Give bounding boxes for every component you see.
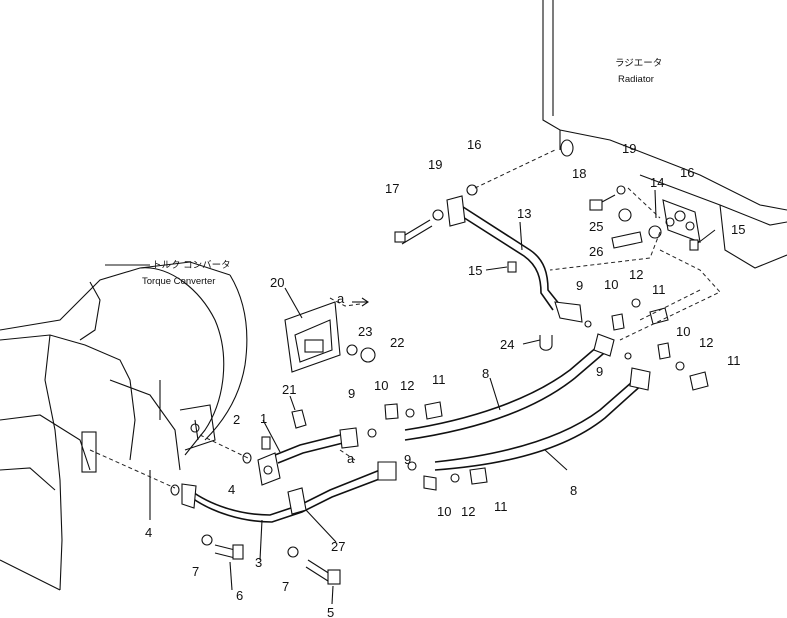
reference-a-arrowhead: [361, 297, 369, 307]
callout-19-right: 19: [622, 141, 636, 156]
hardware: [170, 184, 709, 585]
callout-6: 6: [236, 588, 243, 603]
callout-16-right: 16: [680, 165, 694, 180]
callout-15-right: 15: [731, 222, 745, 237]
callout-23: 23: [358, 324, 372, 339]
reference-a-top: a: [337, 291, 345, 306]
callout-10-left: 10: [374, 378, 388, 393]
callout-8-lower: 8: [570, 483, 577, 498]
callout-14: 14: [650, 175, 664, 190]
torque-converter-label-jp: トルク コンバータ: [152, 260, 231, 271]
callout-4-lower: 4: [145, 525, 152, 540]
callout-21: 21: [282, 382, 296, 397]
callout-12-bottom: 12: [461, 504, 475, 519]
callout-8-upper: 8: [482, 366, 489, 381]
torque-converter-label-en: Torque Converter: [142, 276, 215, 287]
callout-13: 13: [517, 206, 531, 221]
hose-8-lower: [434, 367, 651, 471]
torque-converter: [0, 261, 248, 591]
bracket-20: [284, 301, 376, 373]
clip-21: [291, 409, 307, 429]
callout-15-left: 15: [468, 263, 482, 278]
radiator-label-en: Radiator: [618, 74, 654, 85]
callout-17: 17: [385, 181, 399, 196]
callout-11-right: 11: [727, 353, 741, 368]
callout-18: 18: [572, 166, 586, 181]
callout-12-left: 12: [400, 378, 414, 393]
callout-20: 20: [270, 275, 284, 290]
callout-10-upper: 10: [604, 277, 618, 292]
callout-12-right: 12: [699, 335, 713, 350]
radiator-label-jp: ラジエータ: [615, 58, 662, 69]
radiator-housing: [542, 0, 787, 269]
callout-3: 3: [255, 555, 262, 570]
callout-22: 22: [390, 335, 404, 350]
reference-a-bottom: a: [347, 451, 355, 466]
callout-24: 24: [500, 337, 514, 352]
callout-7-left: 7: [192, 564, 199, 579]
callout-26: 26: [589, 244, 603, 259]
callout-9-upper: 9: [576, 278, 583, 293]
callout-10-right: 10: [676, 324, 690, 339]
clamp-27: [287, 487, 307, 515]
leader-lines: [229, 189, 716, 605]
callout-9-right: 9: [596, 364, 603, 379]
tube-13: [446, 195, 583, 323]
callout-4-upper: 4: [228, 482, 235, 497]
valve-block: [257, 452, 281, 486]
callout-19-left: 19: [428, 157, 442, 172]
hose-8-upper: [404, 333, 615, 441]
callout-11-bottom: 11: [494, 499, 508, 514]
assembly-lines: [89, 149, 721, 489]
callout-numbers: 1 2 3 4 4 5 6 7 7 8 8 9 9 9 9 10 10 10 1…: [145, 137, 745, 618]
callout-10-bottom: 10: [437, 504, 451, 519]
callout-9-mid: 9: [404, 452, 411, 467]
callout-2: 2: [233, 412, 240, 427]
callout-11-left: 11: [432, 372, 446, 387]
callout-12-upper: 12: [629, 267, 643, 282]
pipe-3: [181, 461, 397, 523]
callout-11-upper: 11: [652, 282, 666, 297]
callout-9-left: 9: [348, 386, 355, 401]
pipe-1: [274, 427, 359, 464]
callout-25: 25: [589, 219, 603, 234]
callout-27: 27: [331, 539, 345, 554]
callout-7-right: 7: [282, 579, 289, 594]
callout-5: 5: [327, 605, 334, 618]
callout-1: 1: [260, 411, 267, 426]
callout-16-left: 16: [467, 137, 481, 152]
